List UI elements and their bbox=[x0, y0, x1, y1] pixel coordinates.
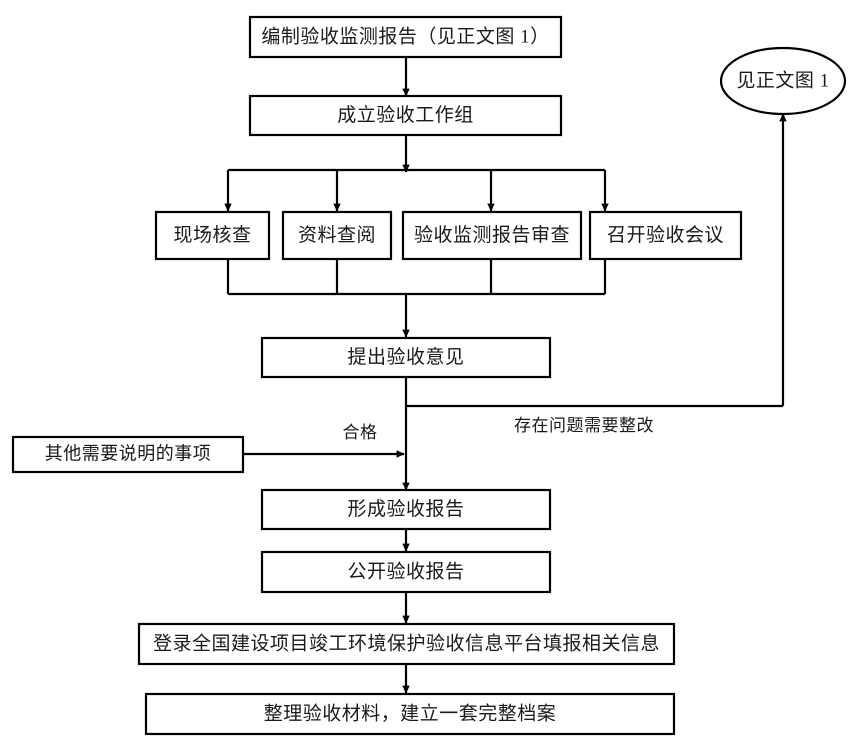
node-monitoring-report-review-label: 验收监测报告审查 bbox=[414, 224, 570, 246]
node-other-matters-label: 其他需要说明的事项 bbox=[45, 444, 212, 464]
node-form-acceptance-report[interactable]: 形成验收报告 bbox=[260, 488, 552, 531]
node-issue-acceptance-opinion-label: 提出验收意见 bbox=[347, 346, 464, 368]
node-establish-workgroup-label: 成立验收工作组 bbox=[337, 104, 474, 126]
node-document-review-label: 资料查阅 bbox=[298, 224, 376, 246]
node-site-check-label: 现场核查 bbox=[173, 224, 251, 246]
edge-label-qualified: 合格 bbox=[343, 423, 378, 442]
node-establish-workgroup[interactable]: 成立验收工作组 bbox=[248, 94, 563, 137]
node-other-matters[interactable]: 其他需要说明的事项 bbox=[11, 435, 245, 474]
node-prepare-monitoring-report[interactable]: 编制验收监测报告（见正文图 1） bbox=[248, 15, 563, 59]
edge-label-needs-rectification: 存在问题需要整改 bbox=[514, 416, 654, 435]
node-acceptance-meeting-label: 召开验收会议 bbox=[607, 224, 724, 246]
node-national-platform-filing-label: 登录全国建设项目竣工环境保护验收信息平台填报相关信息 bbox=[153, 632, 660, 654]
node-monitoring-report-review[interactable]: 验收监测报告审查 bbox=[401, 210, 583, 261]
node-acceptance-meeting[interactable]: 召开验收会议 bbox=[588, 210, 743, 261]
node-archive-materials-label: 整理验收材料，建立一套完整档案 bbox=[264, 702, 557, 724]
node-issue-acceptance-opinion[interactable]: 提出验收意见 bbox=[260, 336, 552, 379]
node-publish-acceptance-report-label: 公开验收报告 bbox=[347, 560, 464, 582]
node-national-platform-filing[interactable]: 登录全国建设项目竣工环境保护验收信息平台填报相关信息 bbox=[137, 622, 676, 666]
node-publish-acceptance-report[interactable]: 公开验收报告 bbox=[260, 550, 552, 594]
node-site-check[interactable]: 现场核查 bbox=[154, 210, 271, 261]
node-see-figure-reference[interactable]: 见正文图 1 bbox=[719, 46, 847, 116]
node-see-figure-reference-label: 见正文图 1 bbox=[736, 69, 829, 91]
node-archive-materials[interactable]: 整理验收材料，建立一套完整档案 bbox=[144, 692, 676, 736]
node-prepare-monitoring-report-label: 编制验收监测报告（见正文图 1） bbox=[261, 25, 549, 47]
node-form-acceptance-report-label: 形成验收报告 bbox=[347, 498, 464, 520]
node-document-review[interactable]: 资料查阅 bbox=[281, 210, 393, 261]
